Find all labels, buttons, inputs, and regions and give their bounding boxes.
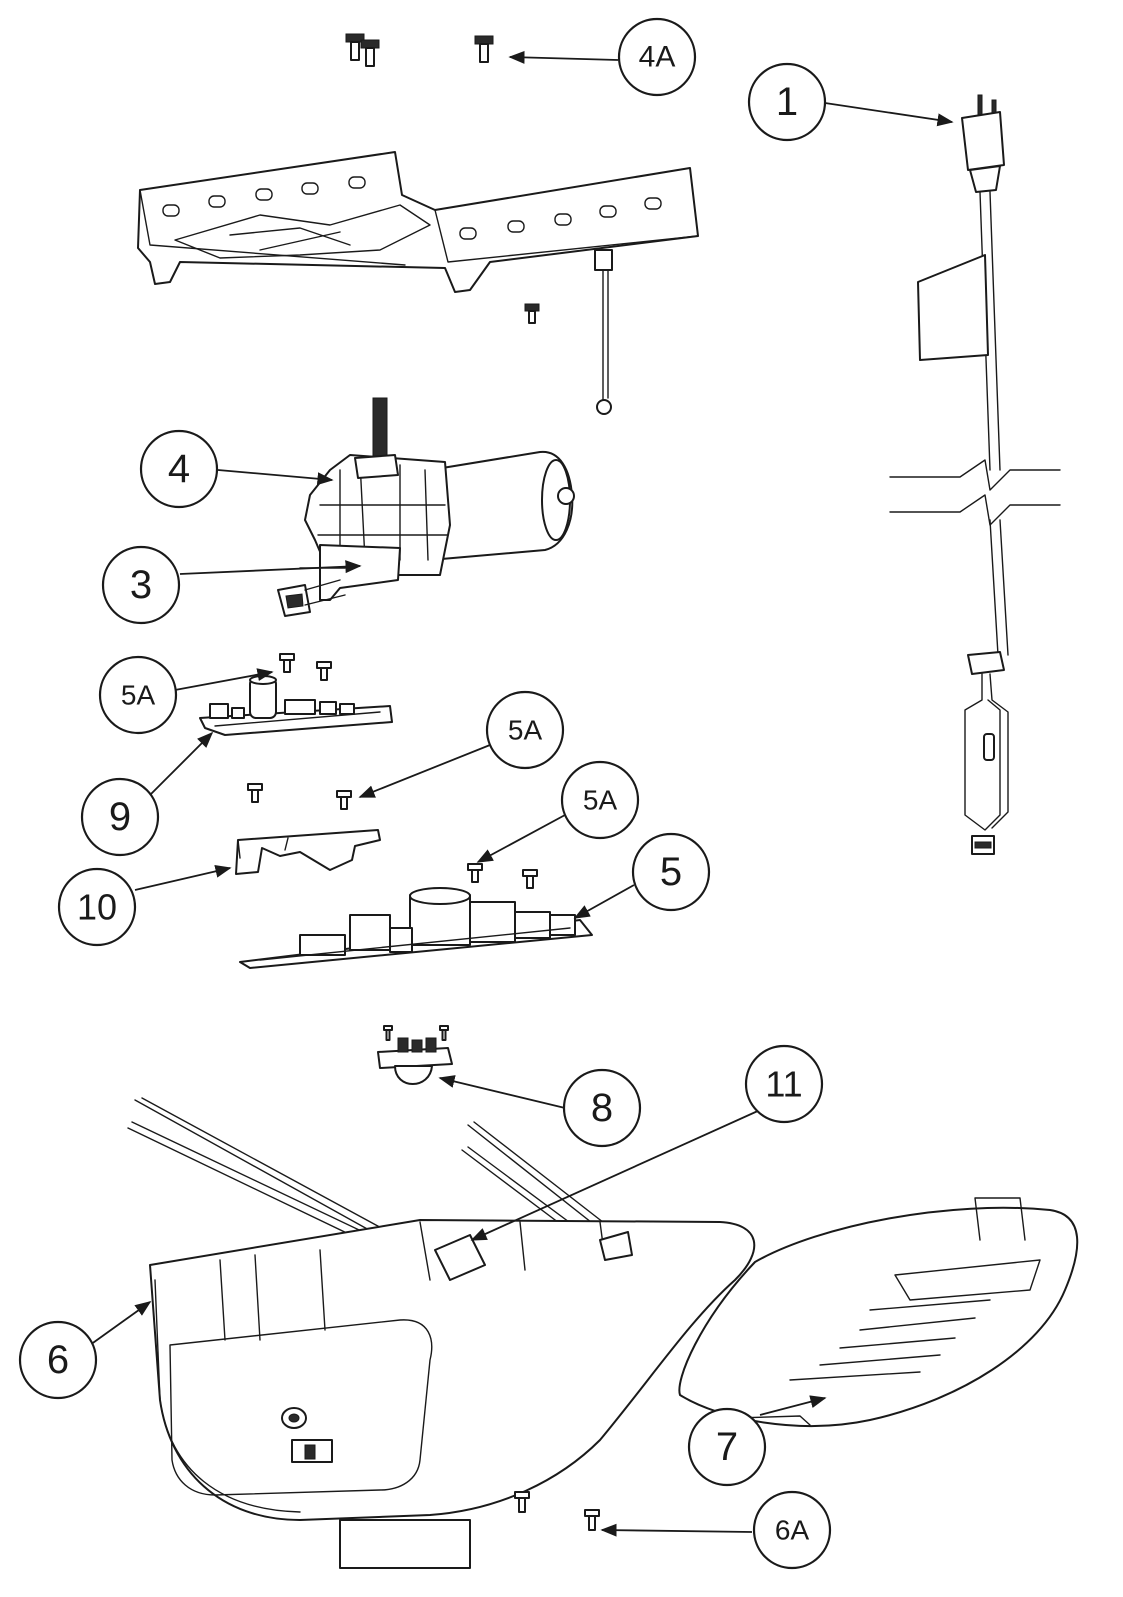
leader-4 — [217, 469, 334, 486]
screws-5a-low — [467, 863, 538, 889]
screws-4a — [345, 33, 494, 67]
callout-label: 5A — [121, 680, 156, 711]
callout-11: 11 — [744, 1044, 824, 1124]
callout-6: 6 — [18, 1320, 98, 1400]
sensor-board-8 — [377, 1025, 453, 1085]
callout-10: 10 — [57, 867, 137, 947]
lens-cover-7 — [678, 1197, 1079, 1427]
callout-label: 4A — [639, 41, 676, 74]
callout-label: 5 — [660, 850, 682, 894]
callout-label: 1 — [776, 80, 798, 124]
callout-label: 7 — [716, 1425, 738, 1469]
callout-label: 11 — [765, 1064, 802, 1105]
callout-5a-top: 5A — [98, 655, 178, 735]
leader-5 — [573, 884, 635, 919]
callout-5a-low: 5A — [560, 760, 640, 840]
leader-5a-low — [476, 814, 566, 863]
leader-4a — [508, 50, 619, 64]
callout-label: 5A — [508, 715, 543, 746]
callout-label: 8 — [591, 1086, 613, 1130]
leader-6a — [600, 1523, 753, 1537]
callout-9: 9 — [80, 777, 160, 857]
callout-4a: 4A — [617, 17, 697, 97]
screws-5a-mid — [247, 783, 352, 810]
callout-8: 8 — [562, 1068, 642, 1148]
callout-label: 6 — [47, 1338, 69, 1382]
power-board-5 — [239, 887, 593, 969]
leader-1 — [824, 102, 954, 127]
callout-label: 3 — [130, 563, 152, 607]
callout-5a-mid: 5A — [485, 690, 565, 770]
leader-5a-top — [174, 668, 274, 691]
leader-5a-mid — [358, 744, 491, 798]
callout-label: 4 — [168, 447, 190, 491]
bracket-10 — [235, 829, 381, 875]
leader-9 — [149, 731, 214, 796]
callout-label: 5A — [583, 785, 618, 816]
leader-10 — [134, 864, 232, 891]
callout-7: 7 — [687, 1407, 767, 1487]
leader-6 — [89, 1301, 152, 1346]
callout-1: 1 — [747, 62, 827, 142]
callout-3: 3 — [101, 545, 181, 625]
leader-8 — [438, 1075, 566, 1109]
motor-assembly — [277, 397, 575, 617]
callout-label: 6A — [775, 1515, 810, 1546]
callout-label: 9 — [109, 795, 131, 839]
power-cord — [889, 94, 1061, 855]
leader-11 — [470, 1109, 761, 1241]
callout-4: 4 — [139, 429, 219, 509]
housing-6 — [127, 1097, 756, 1569]
chassis-bracket — [137, 151, 699, 415]
logic-board-9 — [199, 675, 393, 736]
callout-label: 10 — [77, 887, 117, 928]
leader-7 — [759, 1395, 827, 1416]
callout-5: 5 — [631, 832, 711, 912]
screws-5a-top — [279, 653, 332, 681]
leader-lines — [89, 50, 954, 1537]
leader-3 — [179, 560, 362, 575]
callout-6a: 6A — [752, 1490, 832, 1570]
